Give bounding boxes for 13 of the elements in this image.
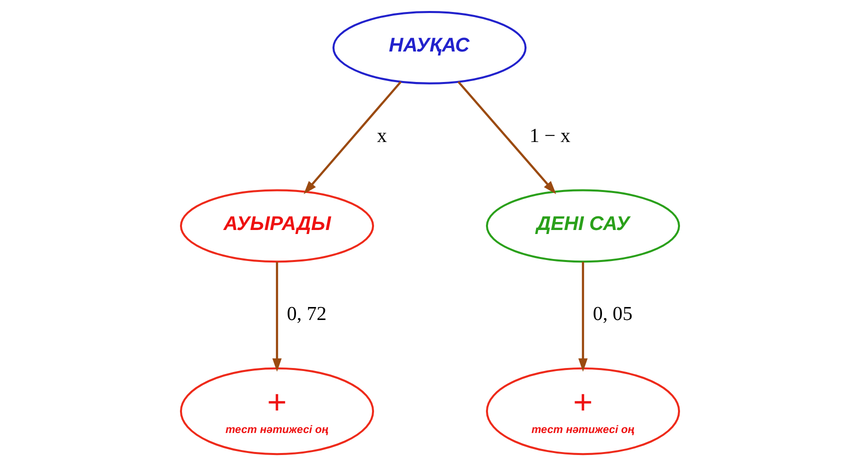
arrow [578, 262, 588, 372]
edge-label: 0, 72 [286, 303, 327, 326]
edge-label: x [377, 124, 387, 147]
arrow [304, 81, 402, 194]
node-ellipse: + тест нәтижесі оң [486, 367, 680, 456]
edge-label: 1 − x [530, 124, 570, 147]
node-ellipse: НАУҚАС [332, 11, 527, 84]
arrow [272, 262, 282, 372]
edge-label: 0, 05 [592, 303, 632, 326]
arrow [458, 81, 556, 194]
node-ellipse: АУЫРАДЫ [180, 189, 374, 263]
node-ellipse: ДЕНІ САУ [486, 189, 680, 263]
node-ellipse: + тест нәтижесі оң [180, 367, 374, 456]
